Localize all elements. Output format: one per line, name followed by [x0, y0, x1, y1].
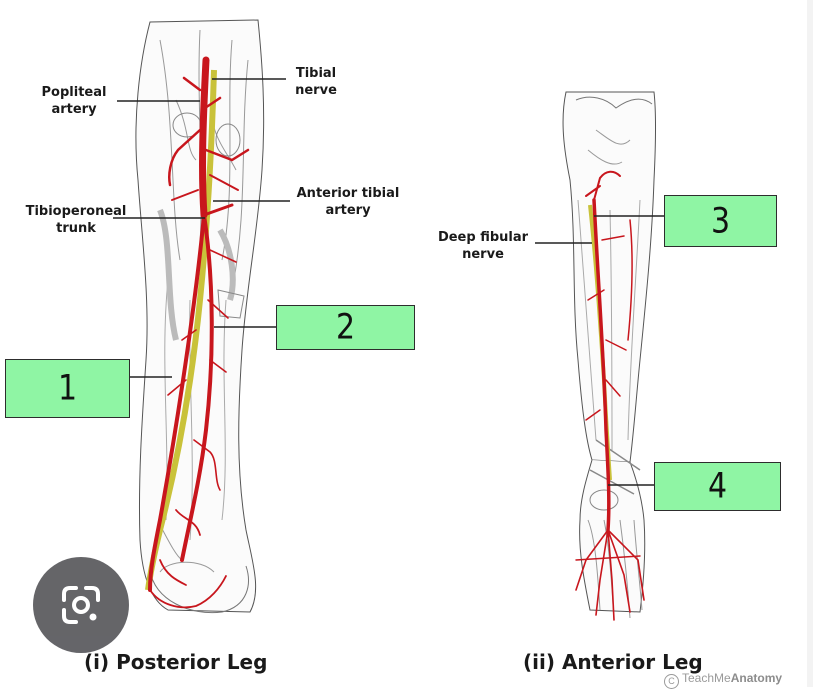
watermark-prefix: TeachMe	[682, 671, 731, 685]
caption-posterior-leg: (i) Posterior Leg	[84, 650, 268, 674]
answer-box-3[interactable]: 3	[664, 195, 777, 247]
google-lens-button[interactable]	[33, 557, 129, 653]
watermark-suffix: Anatomy	[730, 671, 783, 685]
answer-box-1-text: 1	[57, 368, 78, 409]
label-tibioperoneal-trunk: Tibioperoneal trunk	[25, 204, 127, 236]
answer-box-4[interactable]: 4	[654, 462, 781, 511]
answer-box-1[interactable]: 1	[5, 359, 130, 418]
anterior-leg-drawing	[562, 91, 656, 621]
label-anterior-tibial-artery: Anterior tibial artery	[296, 186, 400, 218]
answer-box-2[interactable]: 2	[276, 305, 415, 350]
caption-anterior-leg: (ii) Anterior Leg	[523, 650, 703, 674]
label-deep-fibular-nerve: Deep fibular nerve	[437, 230, 529, 262]
label-popliteal-artery: Popliteal artery	[41, 85, 107, 117]
answer-box-4-text: 4	[707, 466, 728, 507]
answer-box-2-text: 2	[335, 307, 356, 348]
leader-lines	[113, 78, 664, 486]
edge-strip	[807, 0, 813, 687]
google-lens-icon	[62, 586, 100, 624]
anterior-arteries	[575, 170, 645, 621]
answer-box-3-text: 3	[710, 200, 731, 242]
label-tibial-nerve: Tibial nerve	[295, 66, 337, 98]
posterior-arteries	[148, 56, 250, 609]
